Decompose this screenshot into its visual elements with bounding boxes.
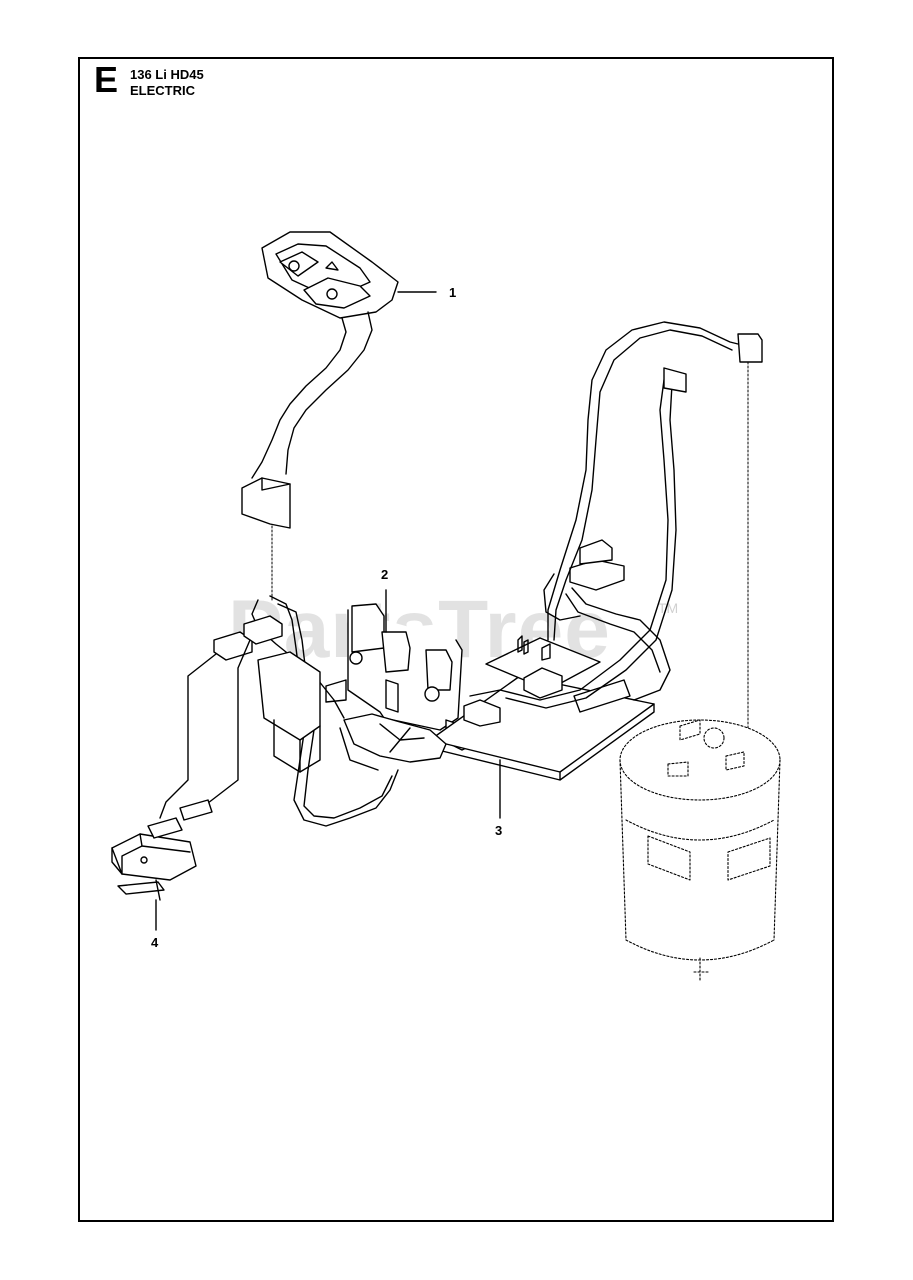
motor-reference [619, 719, 781, 981]
model-title: 136 Li HD45 [130, 67, 204, 82]
circuit-board-part [251, 321, 763, 827]
diagram-frame [78, 57, 834, 1222]
callout-4: 4 [151, 935, 159, 950]
callout-1: 1 [449, 285, 457, 300]
section-title: ELECTRIC [130, 83, 195, 98]
control-panel-part [241, 231, 399, 601]
callout-2: 2 [381, 567, 389, 582]
watermark-trademark: TM [658, 600, 679, 616]
switch-holder-part [325, 603, 479, 751]
section-letter: E [94, 59, 119, 100]
callout-3: 3 [495, 823, 503, 838]
micro-switch-part [111, 615, 283, 901]
